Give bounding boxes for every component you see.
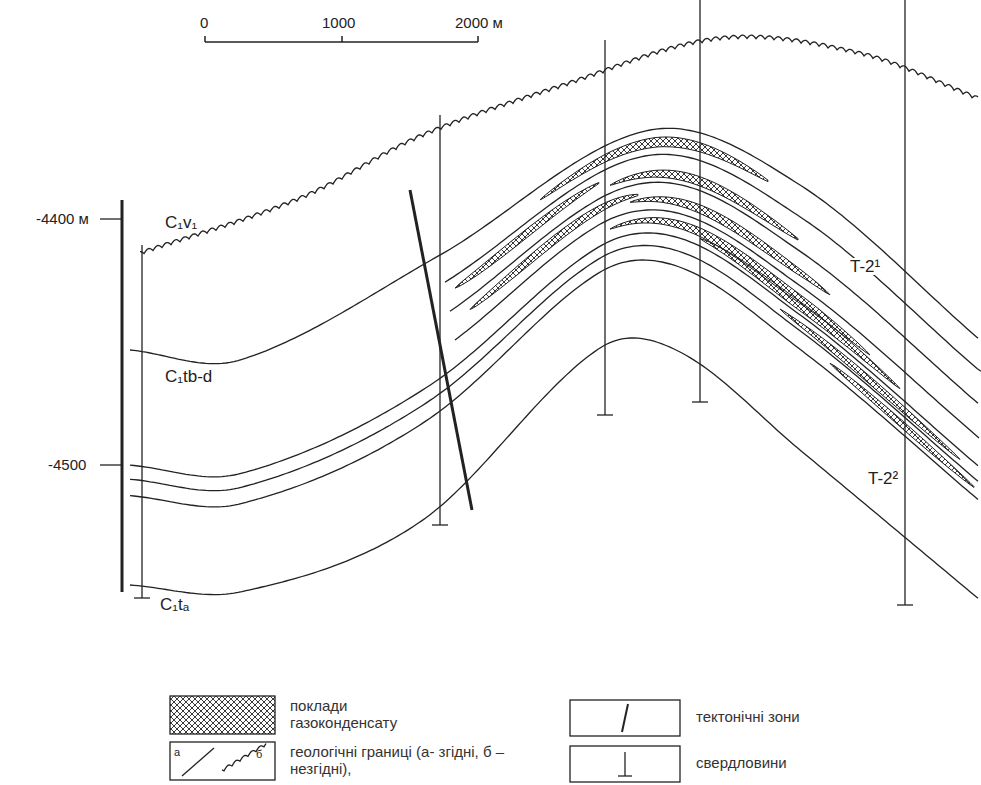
layer-boundary bbox=[450, 182, 978, 403]
stratum-label: C₁tₐ bbox=[158, 596, 191, 613]
gas-condensate-deposit bbox=[830, 363, 974, 487]
gas-condensate-deposit bbox=[455, 183, 599, 289]
unconformity-line bbox=[140, 35, 978, 254]
legend-text: поклади газоконденсату bbox=[290, 697, 440, 731]
depth-ticks bbox=[100, 219, 122, 465]
legend-samples bbox=[170, 696, 680, 782]
gas-condensate-deposit bbox=[540, 137, 768, 200]
depth-label: -4500 bbox=[48, 456, 86, 473]
layer-boundary bbox=[130, 233, 978, 477]
wells bbox=[122, 0, 913, 605]
legend-text: тектонічні зони bbox=[696, 708, 896, 725]
scale-number: 1000 bbox=[322, 14, 355, 31]
layer-boundary bbox=[130, 338, 978, 598]
gas-condensate-deposit bbox=[700, 239, 900, 389]
legend-text: геологічні границі (а- згідні, б – незгі… bbox=[290, 743, 540, 777]
legend-letter: б bbox=[256, 746, 262, 763]
scale-bar bbox=[205, 36, 478, 42]
scale-number: 0 bbox=[200, 14, 208, 31]
stratum-label: C₁v₁ bbox=[163, 214, 199, 231]
gas-condensate-deposit bbox=[470, 194, 638, 309]
fault-line bbox=[410, 190, 472, 510]
gas-condensate-deposit bbox=[780, 309, 960, 459]
legend-letter: а bbox=[174, 744, 180, 761]
legend-text: свердловини bbox=[696, 754, 896, 771]
depth-label: -4400 м bbox=[36, 210, 89, 227]
scale-number: 2000 м bbox=[455, 14, 503, 31]
layer-boundary bbox=[130, 128, 978, 363]
stratum-label: T-2² bbox=[866, 470, 900, 487]
stratum-label: C₁tb-d bbox=[163, 368, 214, 385]
layer-boundary bbox=[130, 246, 978, 491]
layer-boundary bbox=[130, 260, 978, 507]
layer-boundary bbox=[445, 154, 981, 371]
stratum-label: T-2¹ bbox=[848, 258, 882, 275]
